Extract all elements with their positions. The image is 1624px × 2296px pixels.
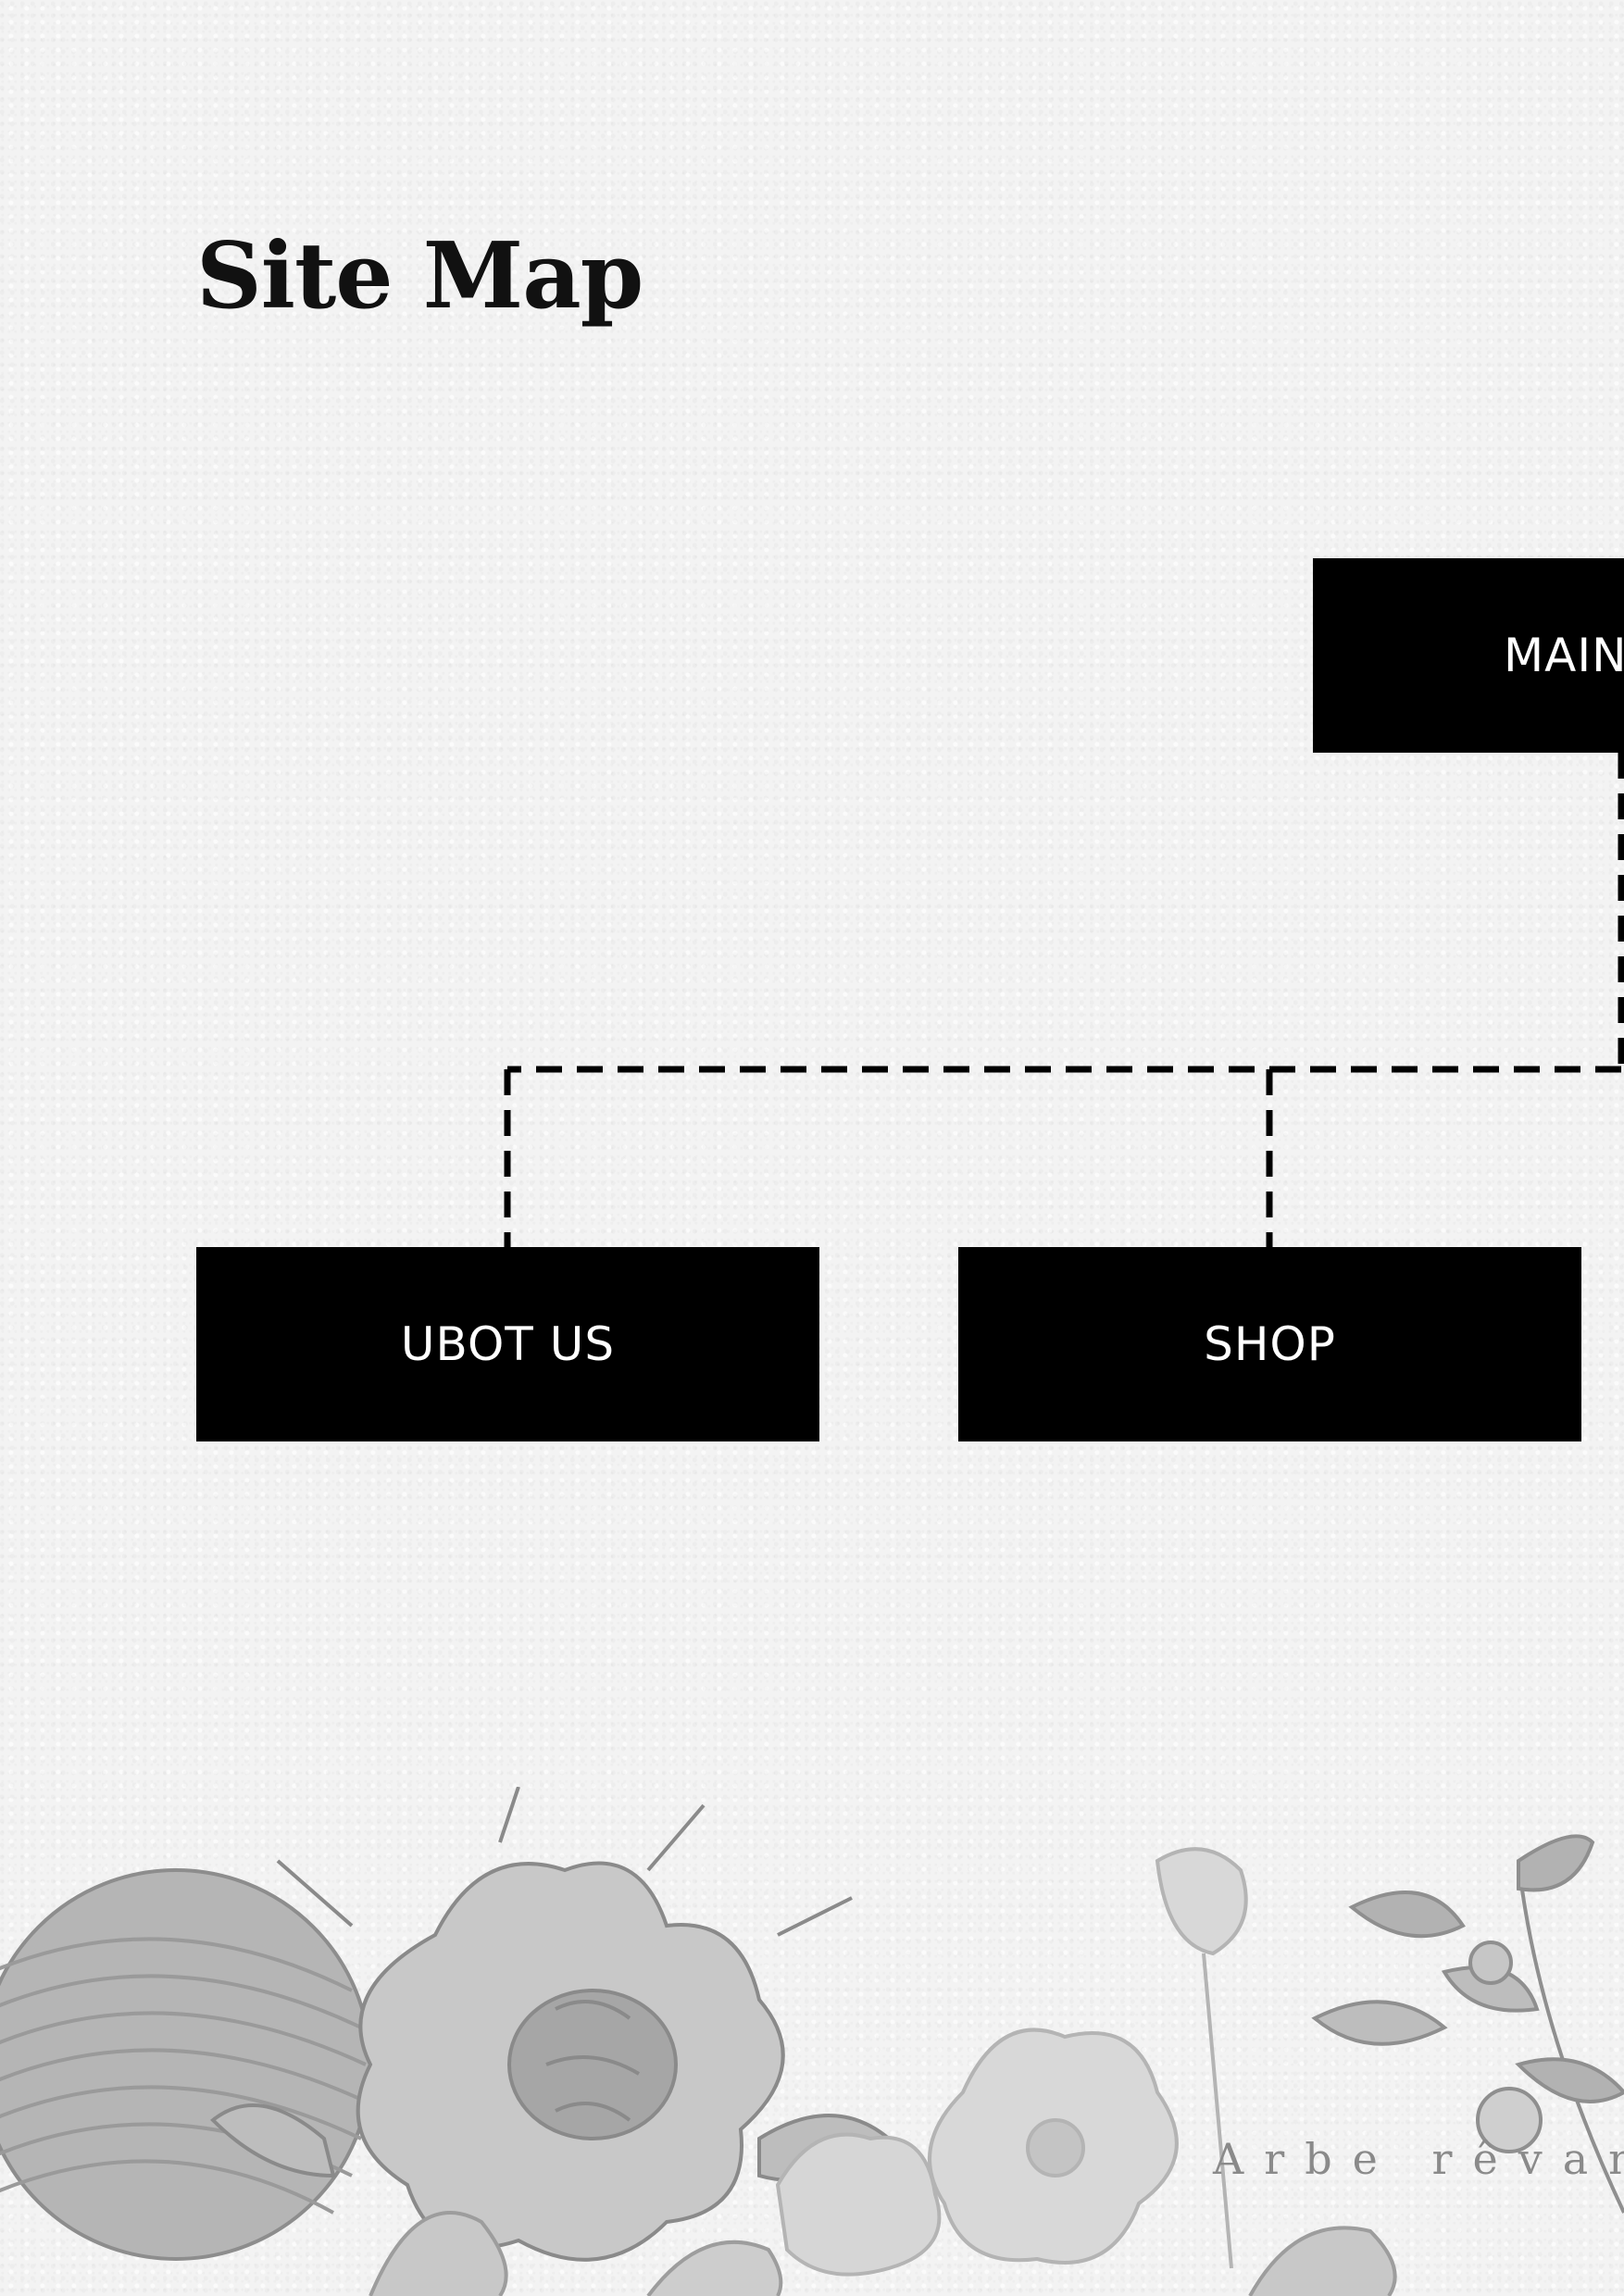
node-main[interactable]: MAIN: [1313, 558, 1624, 753]
leafy-branch-illustration: [1311, 1834, 1624, 2214]
page-title: Site Map: [196, 223, 643, 330]
lower-foliage-illustration: [369, 2211, 1397, 2296]
node-about-us-label: UBOT US: [400, 1317, 616, 1371]
node-shop[interactable]: SHOP: [958, 1247, 1581, 1441]
large-flower-illustration: [210, 1787, 893, 2262]
light-blossom-illustration: [775, 1847, 1248, 2277]
node-about-us[interactable]: UBOT US: [196, 1247, 819, 1441]
striped-sphere-illustration: [0, 1868, 372, 2261]
node-main-label: MAIN: [1504, 629, 1624, 682]
floral-illustration: [0, 1787, 1624, 2296]
brand-wordmark: Arbe rêvan: [1213, 2134, 1624, 2184]
node-shop-label: SHOP: [1204, 1317, 1336, 1371]
